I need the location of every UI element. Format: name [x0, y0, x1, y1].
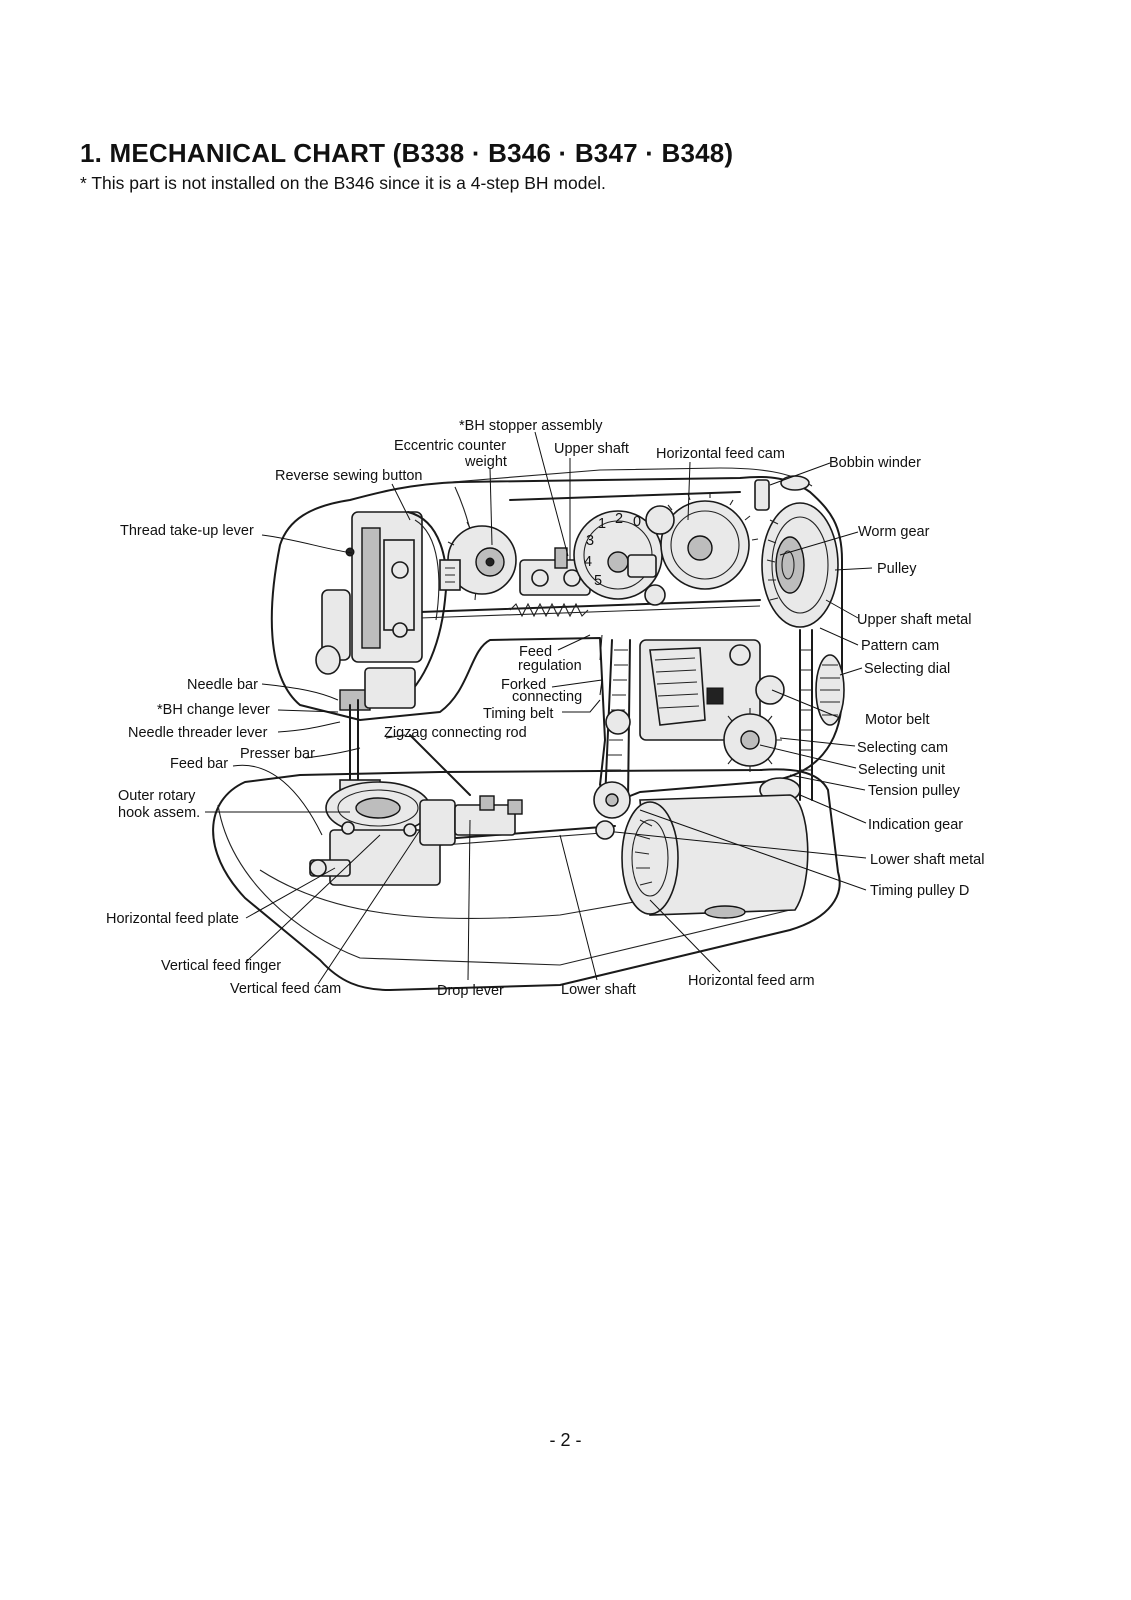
label-outer-rotary-hook-line2: hook assem. [118, 805, 200, 821]
label-needle-threader-lever: Needle threader lever [128, 725, 268, 741]
label-tension-pulley: Tension pulley [868, 783, 961, 799]
label-bh-change-lever: *BH change lever [157, 702, 270, 718]
label-indication-gear: Indication gear [868, 817, 963, 833]
timing-belt [604, 639, 631, 801]
label-pulley: Pulley [877, 561, 917, 577]
label-vertical-feed-finger: Vertical feed finger [161, 958, 281, 974]
label-worm-gear: Worm gear [858, 524, 930, 540]
label-zigzag-connecting-rod: Zigzag connecting rod [384, 725, 527, 741]
horizontal-feed-cam [644, 492, 759, 606]
page-number: - 2 - [549, 1430, 582, 1450]
label-lower-shaft-metal: Lower shaft metal [870, 852, 984, 868]
svg-text:4: 4 [584, 554, 592, 570]
part-labels: *BH stopper assembly Eccentric counter w… [106, 418, 984, 999]
label-presser-bar: Presser bar [240, 746, 315, 762]
lower-shaft-line [429, 825, 616, 841]
page-title: 1. MECHANICAL CHART (B338 · B346 · B347 … [80, 138, 734, 168]
needle-bar-assembly [315, 511, 448, 799]
label-forked-connecting-line2: connecting [512, 689, 582, 705]
svg-text:5: 5 [594, 573, 602, 589]
counter-weight-gear [439, 521, 517, 595]
label-thread-take-up-lever: Thread take-up lever [120, 523, 254, 539]
label-motor-belt: Motor belt [865, 712, 929, 728]
label-bobbin-winder: Bobbin winder [829, 455, 921, 471]
machine-base [212, 768, 841, 991]
svg-text:1: 1 [598, 516, 606, 532]
label-upper-shaft: Upper shaft [554, 441, 629, 457]
footnote: * This part is not installed on the B346… [80, 173, 606, 193]
pattern-cam-dial: 1 2 0 3 4 5 [573, 510, 663, 600]
leader-lines [205, 431, 873, 985]
rotary-hook-assembly [309, 781, 523, 886]
label-upper-shaft-metal: Upper shaft metal [857, 612, 971, 628]
label-eccentric-counter-weight-line2: weight [464, 454, 507, 470]
label-forked-connecting-line1: Forked [501, 677, 546, 693]
label-feed-regulation-line1: Feed [519, 644, 552, 660]
label-feed-regulation-line2: regulation [518, 658, 582, 674]
label-timing-pulley-d: Timing pulley D [870, 883, 969, 899]
label-reverse-sewing-button: Reverse sewing button [275, 468, 423, 484]
selecting-unit [639, 639, 785, 772]
label-outer-rotary-hook-line1: Outer rotary [118, 788, 196, 804]
label-selecting-dial: Selecting dial [864, 661, 950, 677]
label-horizontal-feed-cam: Horizontal feed cam [656, 446, 785, 462]
svg-text:2: 2 [615, 511, 623, 527]
pulley-assembly [761, 502, 845, 726]
label-selecting-unit: Selecting unit [858, 762, 945, 778]
label-drop-lever: Drop lever [437, 983, 504, 999]
svg-text:3: 3 [586, 533, 594, 549]
svg-text:0: 0 [633, 514, 641, 530]
label-selecting-cam: Selecting cam [857, 740, 948, 756]
label-lower-shaft: Lower shaft [561, 982, 636, 998]
label-timing-belt: Timing belt [483, 706, 553, 722]
label-horizontal-feed-arm: Horizontal feed arm [688, 973, 815, 989]
label-vertical-feed-cam: Vertical feed cam [230, 981, 341, 997]
label-eccentric-counter-weight-line1: Eccentric counter [394, 438, 506, 454]
label-needle-bar: Needle bar [187, 677, 258, 693]
label-horizontal-feed-plate: Horizontal feed plate [106, 911, 239, 927]
label-pattern-cam: Pattern cam [861, 638, 939, 654]
label-bh-stopper-assembly: *BH stopper assembly [459, 418, 603, 434]
label-feed-bar: Feed bar [170, 756, 228, 772]
